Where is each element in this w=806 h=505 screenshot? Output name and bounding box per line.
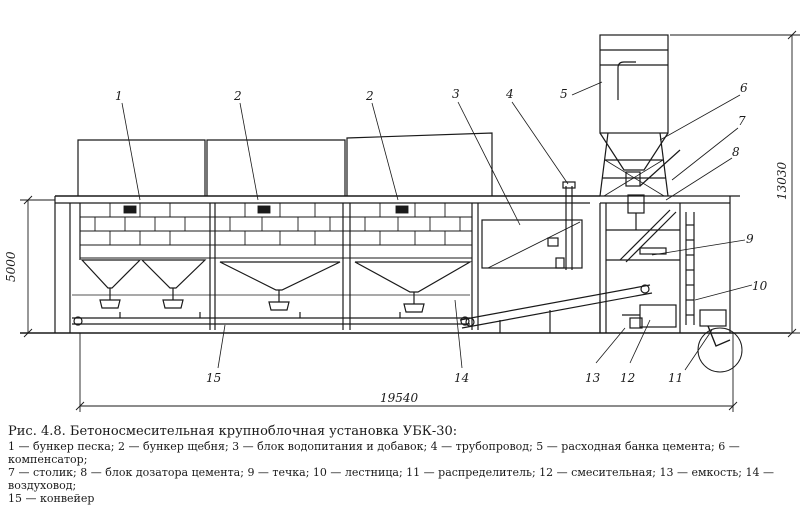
legend-line-1: 1 — бункер песка; 2 — бункер щебня; 3 — …	[8, 440, 740, 466]
callout-10: 10	[752, 279, 768, 293]
leader-lines	[121, 81, 753, 371]
mixer	[622, 304, 677, 329]
callout-2b: 2	[365, 89, 374, 103]
figure-title: Рис. 4.8. Бетоносмесительная крупноблочн…	[8, 424, 458, 439]
callout-7: 7	[738, 114, 746, 128]
callout-1: 1	[115, 89, 123, 103]
callout-3: 3	[452, 87, 460, 101]
main-frame	[54, 195, 600, 333]
hoppers	[80, 259, 473, 313]
callout-2a: 2	[233, 89, 242, 103]
cement-silo	[599, 34, 669, 197]
callout-15: 15	[206, 371, 221, 385]
callouts: 1 2 2 3 4 5 6 7 8 9 10 11 12 13 14 15	[115, 81, 768, 385]
bunker-panels	[80, 203, 472, 259]
callout-5: 5	[560, 87, 568, 101]
legend-line-2: 7 — столик; 8 — блок дозатора цемента; 9…	[8, 466, 774, 492]
dimension-lines	[20, 30, 800, 412]
callout-13: 13	[585, 371, 601, 385]
callout-6: 6	[740, 81, 748, 95]
callout-11: 11	[668, 371, 683, 385]
callout-8: 8	[732, 145, 740, 159]
mixer-frame	[599, 195, 740, 333]
distributor	[697, 309, 743, 373]
inclined-conveyor	[459, 284, 653, 333]
dimension-height-right: 13030	[775, 161, 789, 200]
callout-14: 14	[454, 371, 469, 385]
pipeline	[562, 181, 576, 270]
figure-caption: Рис. 4.8. Бетоносмесительная крупноблочн…	[8, 424, 802, 505]
callout-4: 4	[505, 87, 514, 101]
plant-drawing: 1 2 2 3 4 5 6 7 8 9 10 11 12 13 14 15 50…	[4, 30, 800, 412]
bottom-conveyor	[72, 294, 470, 326]
ladder	[685, 212, 695, 325]
dimension-height-left: 5000	[4, 251, 18, 282]
cement-feed	[619, 149, 681, 263]
callout-12: 12	[620, 371, 635, 385]
callout-9: 9	[746, 232, 754, 246]
bunker-covers	[77, 132, 493, 196]
dimension-length-total: 19540	[380, 391, 419, 405]
water-additives-block	[481, 219, 583, 269]
